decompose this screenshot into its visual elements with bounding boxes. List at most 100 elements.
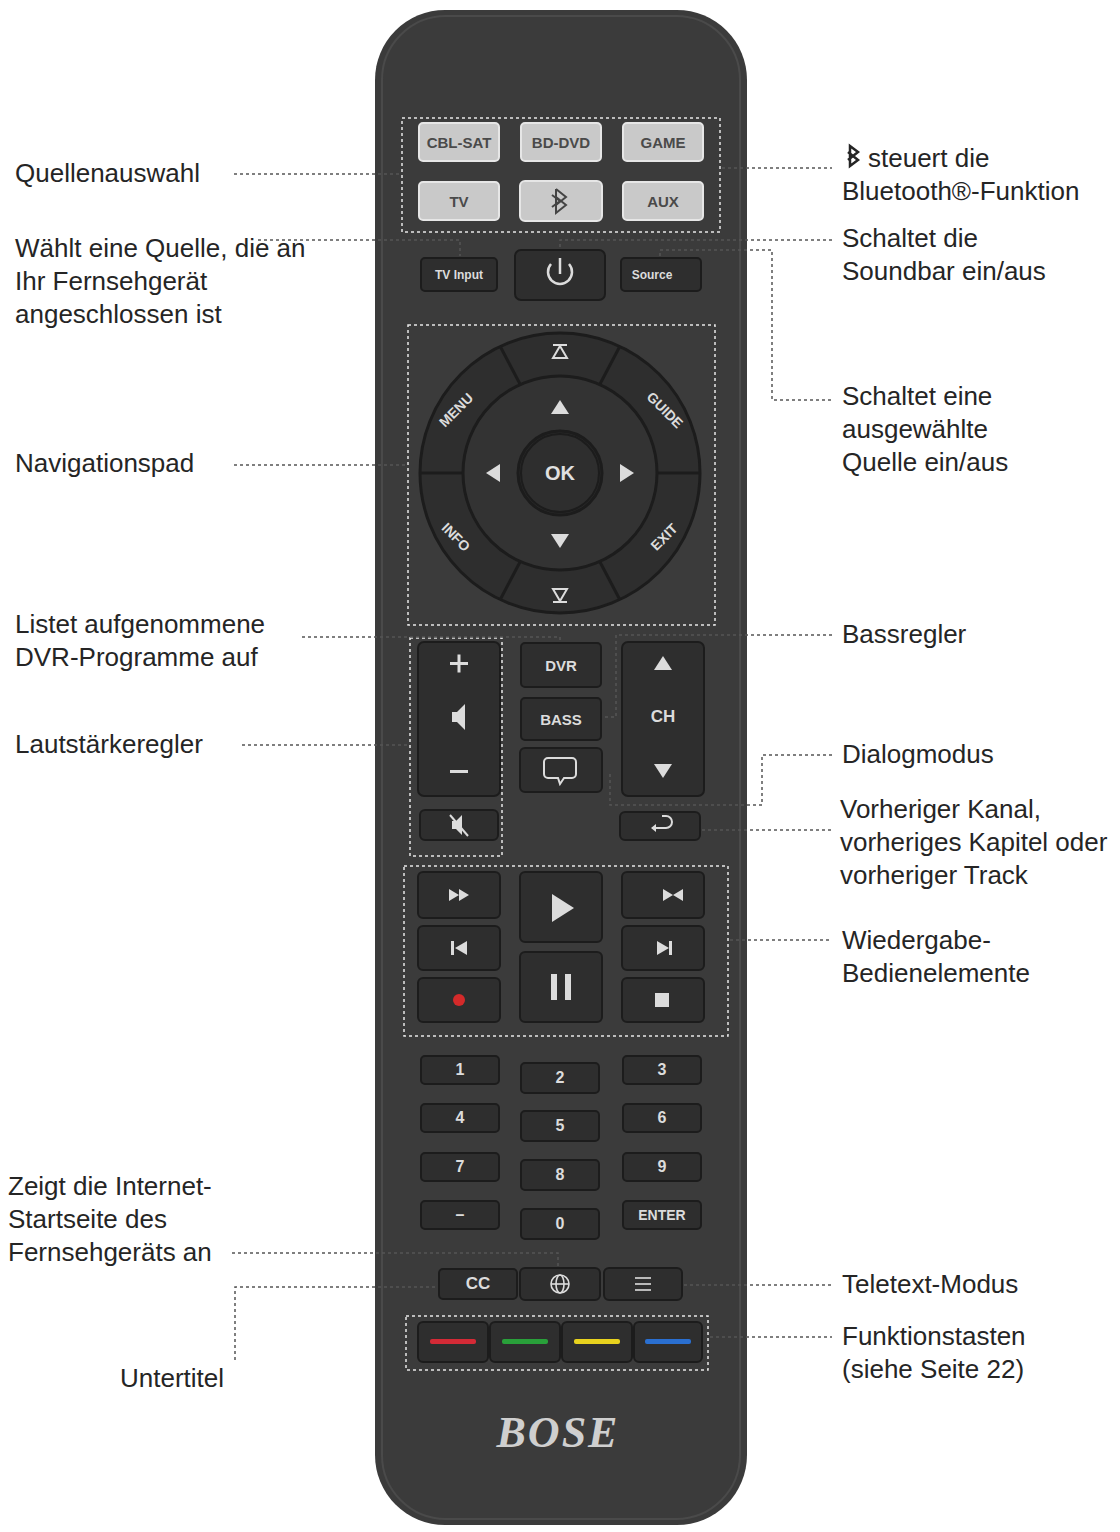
bluetooth-symbol (848, 146, 858, 166)
drawing-part (232, 1253, 558, 1266)
drawing-part (450, 770, 468, 773)
callout-label: Navigationspad (15, 447, 245, 480)
drawing-part (452, 704, 465, 730)
drawing-part (635, 1277, 651, 1279)
drawing-part (406, 1316, 708, 1370)
keypad-button: 6 (622, 1103, 702, 1133)
keypad-button: ENTER (622, 1200, 702, 1230)
drawing-part (654, 656, 672, 670)
callout-label: Untertitel (120, 1362, 320, 1395)
drawing-part (502, 1339, 548, 1344)
drawing-part (560, 240, 832, 248)
drawing-part (562, 1322, 632, 1362)
callout-label: Schaltet die Soundbar ein/aus (842, 222, 1092, 288)
drawing-part (418, 978, 500, 1022)
drawing-part (604, 635, 832, 717)
brand-logo: BOSE (497, 1407, 620, 1458)
button-label: OK (545, 462, 575, 485)
drawing-part (520, 952, 602, 1022)
source-button: BD-DVD (520, 122, 602, 162)
callout-label: Wählt eine Quelle, die an Ihr Fernsehger… (15, 232, 315, 331)
drawing-part (458, 655, 461, 673)
drawing-part (730, 939, 832, 941)
drawing-part (463, 376, 657, 570)
drawing-part (430, 1339, 476, 1344)
drawing-part (620, 812, 700, 840)
callout-label: Listet aufgenommene DVR-Programme auf (15, 608, 305, 674)
drawing-part (375, 10, 747, 1525)
source-button: TV (418, 181, 500, 221)
drawing-part (450, 815, 468, 836)
button-label: 3 (658, 1061, 667, 1079)
drawing-part (551, 1275, 569, 1293)
button-label: 6 (658, 1109, 667, 1127)
button-label: BD-DVD (532, 134, 590, 151)
button-label: 1 (456, 1061, 465, 1079)
button-label: 5 (556, 1117, 565, 1135)
drawing-part (544, 758, 576, 784)
button-label: CH (651, 707, 676, 727)
drawing-part (610, 755, 832, 805)
dvr-button: DVR (520, 642, 602, 688)
button-label: 8 (556, 1166, 565, 1184)
drawing-part (518, 431, 602, 515)
drawing-part (551, 400, 569, 414)
keypad-button: – (420, 1200, 500, 1230)
drawing-part (520, 748, 602, 792)
drawing-part (402, 118, 720, 232)
drawing-part (622, 872, 704, 918)
keypad-button: 7 (420, 1152, 500, 1182)
keypad-button: 3 (622, 1055, 702, 1085)
drawing-part (455, 941, 467, 955)
drawing-part (418, 642, 500, 796)
drawing-part (420, 472, 465, 475)
drawing-part (702, 829, 832, 831)
navigation-ring (420, 333, 700, 613)
button-label: 4 (456, 1109, 465, 1127)
leader-line (232, 168, 832, 1360)
drawing-part (500, 562, 520, 600)
button-label: BASS (540, 711, 582, 728)
drawing-part (655, 472, 700, 475)
button-label: AUX (647, 193, 679, 210)
drawing-part (559, 258, 562, 274)
drawing-part (551, 974, 557, 1000)
drawing-part (552, 195, 560, 207)
button-label: TV (449, 193, 468, 210)
drawing-part (651, 824, 656, 832)
drawing-part (520, 181, 602, 221)
drawing-part (418, 1322, 488, 1362)
drawing-part (634, 1322, 702, 1362)
drawing-part (410, 638, 502, 856)
drawing-part (453, 994, 465, 1006)
drawing-part (669, 941, 672, 955)
callout-label: Quellenauswahl (15, 157, 315, 190)
callout-label: Lautstärkeregler (15, 728, 245, 761)
button-label: 0 (556, 1215, 565, 1233)
drawing-part (235, 1287, 436, 1360)
drawing-part (515, 250, 605, 300)
keypad-button: 2 (520, 1062, 600, 1094)
drawing-part (722, 167, 832, 169)
source-power-button: Source (620, 257, 702, 292)
drawing-part (635, 1289, 651, 1291)
drawing-part (242, 744, 408, 746)
drawing-part (551, 1275, 651, 1293)
drawing-part (553, 346, 567, 358)
callout-label: Schaltet eine ausgewählte Quelle ein/aus (842, 380, 1052, 479)
drawing-part (600, 562, 620, 600)
drawing-part (657, 941, 669, 955)
drawing-part (600, 346, 620, 384)
button-label: CBL-SAT (427, 134, 492, 151)
button (418, 181, 704, 1362)
group-outline (402, 118, 728, 1370)
keypad-button: 9 (622, 1152, 702, 1182)
drawing-part (556, 189, 566, 213)
source-button: CBL-SAT (418, 122, 500, 162)
drawing-part (663, 889, 683, 901)
button-label: 9 (658, 1158, 667, 1176)
drawing-part (486, 400, 634, 548)
callout-label: Teletext-Modus (842, 1268, 1102, 1301)
drawing-part (551, 1283, 569, 1285)
callout-label: steuert die Bluetooth®-Funktion (842, 142, 1112, 208)
